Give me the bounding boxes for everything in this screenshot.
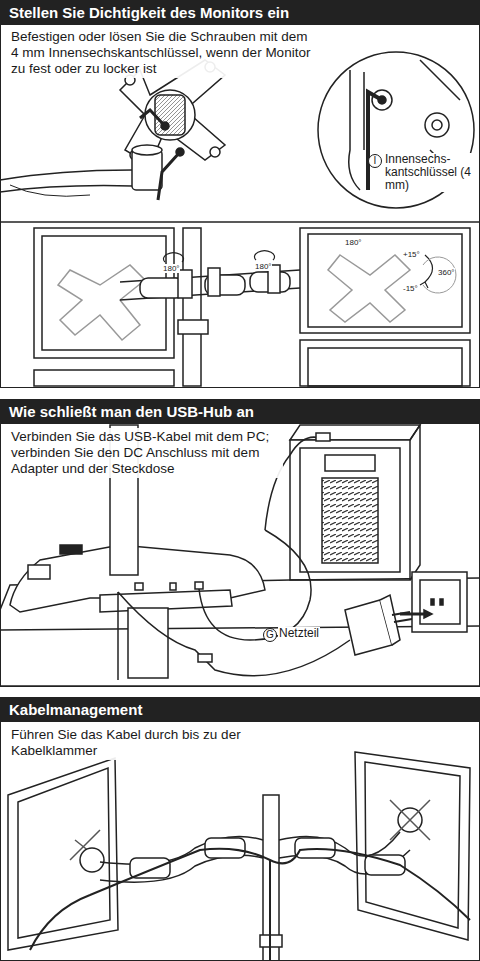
tilt-angle: +15°	[403, 250, 420, 259]
instruction-text: Befestigen oder lösen Sie die Schrauben …	[9, 28, 318, 78]
section-heading: Stellen Sie Dichtigkeit des Monitors ein	[1, 1, 479, 25]
section-heading: Kabelmanagement	[1, 698, 479, 722]
callout-letter: G	[263, 628, 277, 642]
instruction-panel: Wie schließt man den USB-Hub an Verbinden…	[0, 399, 480, 687]
instruction-text: Verbinden Sie das USB-Kabel mit dem PC; …	[9, 428, 283, 478]
instruction-panel: KabelmanagementFühren Sie das Kabel durc…	[0, 697, 480, 961]
rotation-angle: 180°	[345, 238, 362, 247]
rotation-angle: 180°	[255, 262, 272, 271]
callout-letter: I	[368, 154, 382, 168]
rotation-angle: 180°	[163, 264, 180, 273]
instruction-panel: Stellen Sie Dichtigkeit des Monitors ein…	[0, 0, 480, 388]
section-heading: Wie schließt man den USB-Hub an	[1, 400, 479, 424]
part-name: Innensechs- kantschlüssel (4 mm)	[384, 153, 474, 192]
tilt-angle: -15°	[403, 284, 418, 293]
rotation-angle: 360°	[438, 268, 455, 277]
panel-1-art	[0, 52, 480, 961]
instruction-text: Führen Sie das Kabel durch bis zu der Ka…	[9, 726, 268, 760]
part-name: Netzteil	[278, 627, 320, 640]
